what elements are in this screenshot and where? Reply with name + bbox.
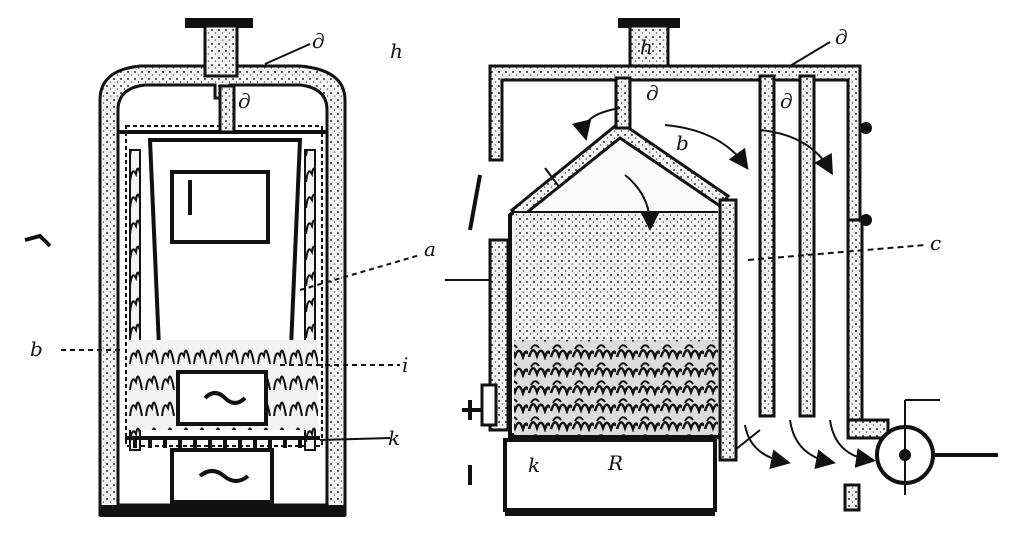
right-bottom-outlet [843,483,861,512]
label-right-top-right: д [835,25,848,49]
right-jacket [718,198,738,462]
left-inner-flue [218,84,236,134]
label-right-grate: R [607,451,623,475]
left-side-tube-l [129,149,141,451]
label-right-side: c [930,231,941,255]
label-left-side: b [30,337,43,361]
right-top-header [488,64,862,422]
left-boiler: д h д a b i k [24,18,436,517]
right-inner-flue [614,76,632,130]
right-knob-top [860,122,872,134]
left-base [100,505,345,517]
label-left-top-right: h [390,39,403,63]
right-water [514,212,718,352]
right-fire [514,340,718,435]
label-left-top: д [312,29,325,53]
left-feed-door [170,170,270,244]
label-left-bottom-right: k [388,426,400,450]
label-right-tube: д [780,89,793,113]
left-grate [125,436,320,448]
right-boiler: h д д д b c R k [445,18,998,516]
label-right-inner-left: д [646,81,659,105]
right-damper [480,383,498,427]
left-flue-neck [203,24,239,78]
label-left-right-side: i [402,353,408,377]
label-right-neck: h [640,35,653,59]
right-flue-cap [618,18,680,28]
right-knob-mid [860,214,872,226]
left-side-tube-r [304,149,316,451]
left-mark [24,233,52,248]
right-tube-2 [798,74,816,418]
label-left-inner: д [238,89,251,113]
right-outlet [846,418,890,440]
label-right-cone: b [676,131,689,155]
label-left-mid-right: a [424,237,436,261]
label-right-ashpit: k [528,453,540,477]
left-flue-cap [185,18,253,28]
left-fire-door [176,370,268,426]
right-side-lever [468,174,482,231]
right-base [505,508,715,516]
right-tube-1 [758,74,776,418]
